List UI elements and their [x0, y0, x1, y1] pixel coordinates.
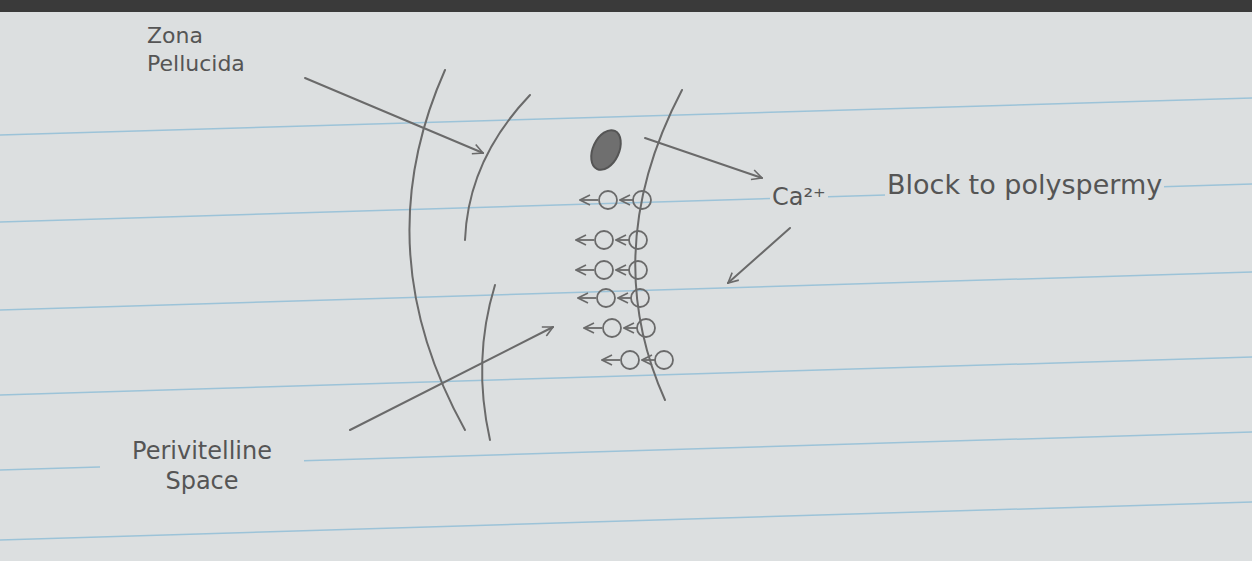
note-label: Block to polyspermy [885, 168, 1164, 202]
cortical-granules [576, 191, 673, 369]
zona-inner-arc [465, 95, 530, 240]
leader-line [728, 228, 790, 283]
structure-label: Perivitelline Space [100, 436, 304, 496]
egg-membrane [635, 90, 682, 400]
leader-line [350, 327, 553, 430]
structure-label: Zona Pellucida [145, 22, 279, 77]
photo-edge [0, 0, 1252, 12]
leader-line [645, 138, 762, 178]
ruled-lines [0, 98, 1252, 540]
ion-label: Ca²⁺ [770, 182, 828, 212]
calcium-wave-origin [585, 125, 626, 174]
leader-line [305, 78, 483, 153]
